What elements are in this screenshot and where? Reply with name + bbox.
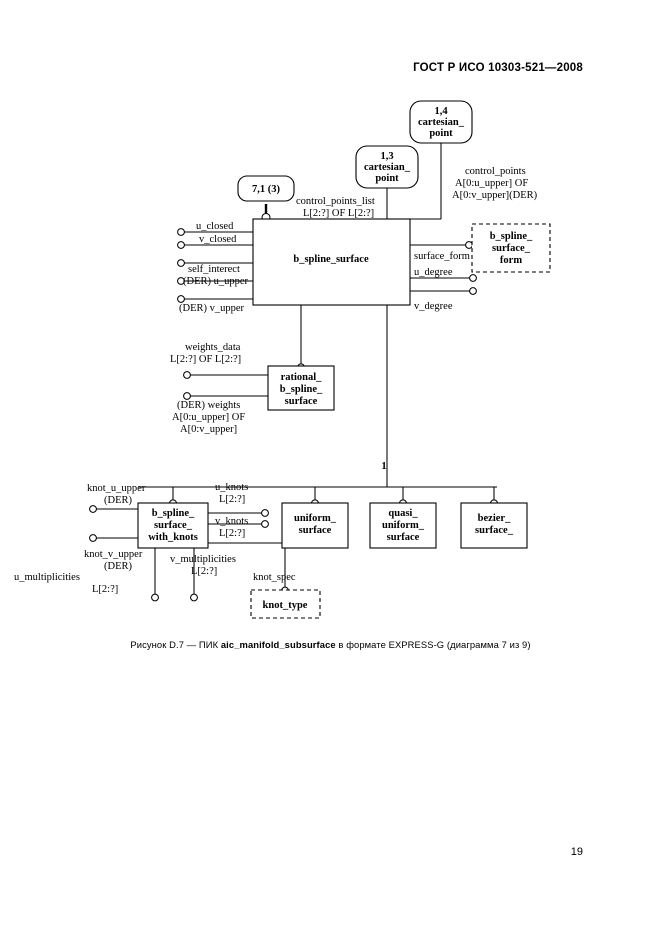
entity-box-knot-type[interactable]: [250, 589, 321, 619]
attr-label-u-knots-line2: L[2:?]: [219, 494, 245, 505]
page-reference-label-1-4-line2: cartesian_: [418, 117, 465, 128]
attr-label-v-knots-line1: v_knots: [215, 516, 248, 527]
attr-circle-v-degree: [469, 287, 477, 295]
attr-label-u-multiplicities-line2: L[2:?]: [92, 584, 118, 595]
attr-label-v-multiplicities-line1: v_multiplicities: [170, 554, 236, 565]
attr-label-v-knots-line2: L[2:?]: [219, 528, 245, 539]
entity-box-b-spline-surface-with-knots[interactable]: [137, 502, 209, 549]
entity-box-rational-b-spline-surface[interactable]: [267, 365, 335, 411]
figure-caption-suffix: в формате EXPRESS-G (диаграмма 7 из 9): [335, 639, 531, 650]
attr-label-control-points-list-line1: control_points_list: [296, 196, 375, 207]
attr-label-control-points-line3: A[0:v_upper](DER): [452, 190, 538, 201]
attr-label-der-weights-line1: (DER) weights: [177, 400, 240, 411]
page-reference-label-1-3-line1: 1,3: [380, 151, 393, 162]
entity-box-uniform-surface[interactable]: [281, 502, 349, 549]
entity-label-quasi-line2: uniform_: [382, 520, 425, 531]
attr-label-control-points-line2: A[0:u_upper] OF: [455, 178, 528, 189]
page-reference-label-7-1: 7,1 (3): [252, 184, 280, 195]
figure-caption: Рисунок D.7 — ПИК aic_manifold_subsurfac…: [0, 639, 661, 650]
attr-label-u-closed: u_closed: [196, 221, 234, 232]
attr-label-knot-v-upper-line1: knot_v_upper: [84, 549, 143, 560]
page-reference-label-1-4-line1: 1,4: [434, 106, 448, 117]
page-number: 19: [570, 846, 583, 858]
attr-label-u-knots-line1: u_knots: [215, 482, 248, 493]
entity-box-b-spline-surface[interactable]: [252, 218, 411, 306]
entity-label-uniform-line2: surface: [299, 525, 332, 536]
figure-caption-prefix: Рисунок D.7 — ПИК: [130, 639, 221, 650]
entity-label-b-spline-surface-form-line1: b_spline_: [490, 231, 533, 242]
attr-circle-v-knots: [261, 520, 269, 528]
attr-circle-u-multiplicities: [151, 593, 159, 602]
entity-label-quasi-line3: surface: [387, 532, 420, 543]
page-reference-label-1-4-line3: point: [429, 128, 453, 139]
attr-label-knot-u-upper-line1: knot_u_upper: [87, 483, 146, 494]
attr-label-weights-data-line1: weights_data: [185, 342, 241, 353]
entity-label-b-spline-surface: b_spline_surface: [293, 254, 369, 265]
page-reference-label-1-3-line3: point: [375, 173, 399, 184]
figure-caption-entity-name: aic_manifold_subsurface: [220, 639, 336, 650]
page-reference-label-1-3-line2: cartesian_: [364, 162, 411, 173]
entity-label-bezier-line2: surface_: [475, 525, 514, 536]
attr-circle-surface-form: [465, 241, 473, 249]
attr-label-v-multiplicities-line2: L[2:?]: [191, 566, 217, 577]
attr-circle-u-knots: [261, 509, 269, 517]
attr-label-subtype-count: 1: [381, 461, 386, 472]
entity-box-bezier-surface[interactable]: [460, 502, 528, 549]
document-header-standard-number: ГОСТ Р ИСО 10303-521—2008: [413, 62, 583, 74]
entity-label-rational-line3: surface: [285, 396, 318, 407]
attr-label-u-multiplicities-line1: u_multiplicities: [14, 572, 80, 583]
entity-label-bezier-line1: bezier_: [478, 513, 511, 524]
entity-label-quasi-line1: quasi_: [388, 508, 418, 519]
attr-label-der-u-upper: (DER) u_upper: [183, 276, 249, 287]
attr-circle-der-v-upper: [177, 295, 185, 303]
attr-label-knot-v-upper-line2: (DER): [104, 561, 132, 572]
attr-label-v-closed: v_closed: [199, 234, 237, 245]
attr-label-u-degree: u_degree: [414, 267, 453, 278]
entity-label-with-knots-line2: surface_: [154, 520, 193, 531]
attr-label-v-degree: v_degree: [414, 301, 453, 312]
attr-label-der-weights-line2: A[0:u_upper] OF: [172, 412, 245, 423]
attr-label-knot-spec: knot_spec: [253, 572, 296, 583]
attr-circle-u-closed: [177, 228, 185, 236]
entity-box-quasi-uniform-surface[interactable]: [369, 502, 437, 549]
attr-label-control-points-list-line2: L[2:?] OF L[2:?]: [303, 208, 374, 219]
attr-label-der-weights-line3: A[0:v_upper]: [180, 424, 237, 435]
entity-label-with-knots-line3: with_knots: [148, 532, 198, 543]
entity-label-b-spline-surface-form-line3: form: [500, 255, 522, 266]
attr-circle-v-closed: [177, 241, 185, 249]
page-reference-box-7-1[interactable]: [237, 175, 295, 202]
page-reference-box-1-4[interactable]: [409, 100, 473, 144]
attr-label-der-v-upper: (DER) v_upper: [179, 303, 245, 314]
attr-label-weights-data-line2: L[2:?] OF L[2:?]: [170, 354, 241, 365]
attr-circle-u-degree: [469, 274, 477, 282]
attr-label-control-points-line1: control_points: [465, 166, 526, 177]
entity-label-knot-type: knot_type: [263, 600, 308, 611]
attr-circle-knot-v-upper: [89, 534, 97, 542]
attr-circle-knot-u-upper: [89, 505, 97, 513]
attr-label-surface-form: surface_form: [414, 251, 470, 262]
attr-circle-der-u-upper: [177, 277, 185, 285]
attr-circle-weights-data: [183, 371, 191, 379]
page-reference-box-1-3[interactable]: [355, 145, 419, 189]
attr-circle-self-interect: [177, 259, 185, 267]
entity-label-with-knots-line1: b_spline_: [152, 508, 195, 519]
attr-circle-v-multiplicities: [190, 593, 198, 602]
entity-label-uniform-line1: uniform_: [294, 513, 337, 524]
attr-label-self-interect: self_interect: [188, 264, 240, 275]
attr-circle-der-weights: [183, 392, 191, 400]
entity-box-b-spline-surface-form[interactable]: [471, 223, 551, 273]
attr-label-knot-u-upper-line2: (DER): [104, 495, 132, 506]
entity-label-rational-line2: b_spline_: [280, 384, 323, 395]
entity-label-rational-line1: rational_: [281, 372, 323, 383]
entity-label-b-spline-surface-form-line2: surface_: [492, 243, 531, 254]
